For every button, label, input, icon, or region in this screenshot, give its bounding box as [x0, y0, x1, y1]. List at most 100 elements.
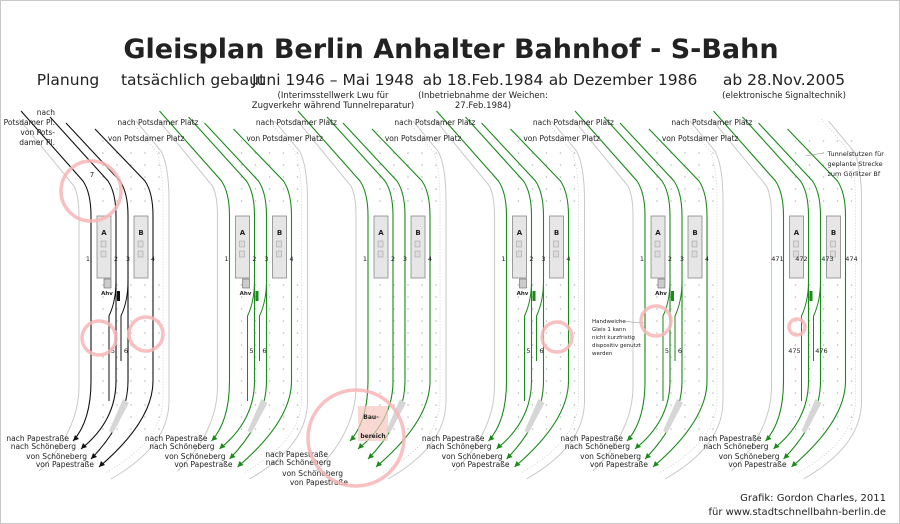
direction-label-bottom: von Papestraße	[290, 478, 349, 487]
page-title: Gleisplan Berlin Anhalter Bahnhof - S-Ba…	[123, 34, 778, 65]
floor-dot	[130, 200, 132, 202]
floor-dot	[393, 296, 395, 298]
track-number: 2	[391, 255, 395, 263]
track-number: 471	[771, 255, 783, 263]
floor-dot	[836, 200, 839, 202]
direction-label-top: von Potsdamer Platz	[385, 134, 462, 143]
floor-dot	[268, 284, 271, 286]
floor-dot	[684, 368, 686, 370]
platform-stairs	[377, 250, 384, 258]
platform-label: A	[794, 229, 800, 237]
highlight-circle	[540, 320, 574, 354]
direction-label-bottom: nach Papestraße	[422, 434, 485, 443]
floor-dot	[794, 356, 797, 358]
floor-dot	[254, 392, 257, 394]
floor-dot	[282, 152, 285, 154]
floor-dot	[712, 356, 714, 358]
track-3	[204, 122, 268, 460]
floor-dot	[531, 368, 534, 370]
floor-dot	[158, 176, 160, 178]
track-number: 5	[526, 347, 530, 355]
buffer-stop-icon	[117, 291, 120, 301]
panel-2: Juni 1946 – Mai 1948(Interimsstellwerk L…	[246, 71, 447, 487]
panel-heading: Planung	[37, 71, 99, 89]
buffer-stop-icon	[532, 291, 536, 301]
floor-dot	[822, 332, 825, 334]
floor-dot	[421, 176, 423, 178]
floor-dot	[698, 308, 700, 310]
direction-label-top: damer Pl.	[19, 138, 55, 147]
floor-dot	[670, 344, 672, 346]
floor-dot	[531, 320, 534, 322]
floor-dot	[240, 368, 243, 370]
floor-dot	[421, 152, 423, 154]
track-6	[120, 280, 129, 361]
floor-dot	[559, 368, 562, 370]
floor-dot	[808, 200, 811, 202]
footer-site: für www.stadtschnellbahn-berlin.de	[708, 507, 886, 518]
floor-dot	[850, 428, 853, 430]
floor-dot	[712, 344, 714, 346]
floor-dot	[559, 176, 562, 178]
highlight-circle	[127, 315, 165, 353]
floor-dot	[794, 368, 797, 370]
floor-dot	[808, 392, 811, 394]
floor-dot	[794, 416, 797, 418]
floor-dot	[531, 344, 534, 346]
track-number: 1	[86, 255, 90, 263]
floor-dot	[296, 332, 299, 334]
floor-dot	[102, 152, 104, 154]
track-number: 473	[821, 255, 833, 263]
floor-dot	[850, 320, 853, 322]
floor-dot	[282, 176, 285, 178]
floor-dot	[531, 380, 534, 382]
track-5	[108, 280, 117, 401]
floor-dot	[517, 332, 520, 334]
floor-dot	[559, 200, 562, 202]
construction-label: Bau-	[363, 414, 379, 421]
tunnel-stub-note: geplante Strecke	[828, 160, 883, 168]
direction-label-bottom: nach Schöneberg	[565, 442, 631, 451]
floor-dot	[158, 356, 160, 358]
floor-dot	[573, 380, 576, 382]
tunnel-stub-note: zum Görlitzer Bf	[828, 170, 881, 178]
floor-dot	[670, 188, 672, 190]
floor-dot	[822, 368, 825, 370]
highlight-circle	[59, 159, 123, 223]
floor-dot	[517, 296, 520, 298]
floor-dot	[407, 308, 409, 310]
floor-dot	[517, 200, 520, 202]
floor-dot	[158, 296, 160, 298]
floor-dot	[808, 320, 811, 322]
signal-box-icon	[657, 278, 666, 289]
floor-dot	[698, 140, 700, 142]
direction-label-bottom: von Schöneberg	[26, 452, 87, 461]
floor-dot	[559, 404, 562, 406]
floor-dot	[712, 416, 714, 418]
floor-dot	[102, 140, 104, 142]
floor-dot	[240, 284, 243, 286]
floor-dot	[102, 296, 104, 298]
floor-dot	[545, 176, 548, 178]
floor-dot	[130, 296, 132, 298]
floor-dot	[144, 188, 146, 190]
floor-dot	[836, 164, 839, 166]
floor-dot	[130, 428, 132, 430]
floor-dot	[573, 428, 576, 430]
floor-dot	[240, 332, 243, 334]
floor-dot	[684, 200, 686, 202]
floor-dot	[268, 380, 271, 382]
direction-label-bottom: von Schöneberg	[580, 452, 641, 461]
floor-dot	[296, 416, 299, 418]
floor-dot	[379, 404, 381, 406]
platform-end-wedge	[663, 399, 683, 433]
panel-subtitle: Zugverkehr während Tunnelreparatur)	[252, 101, 414, 111]
panel-subtitle: (Inbetriebnahme der Weichen:	[418, 91, 548, 101]
floor-dot	[850, 356, 853, 358]
floor-dot	[656, 332, 658, 334]
platform-label: B	[415, 229, 420, 237]
platform-label: B	[277, 229, 282, 237]
floor-dot	[517, 392, 520, 394]
